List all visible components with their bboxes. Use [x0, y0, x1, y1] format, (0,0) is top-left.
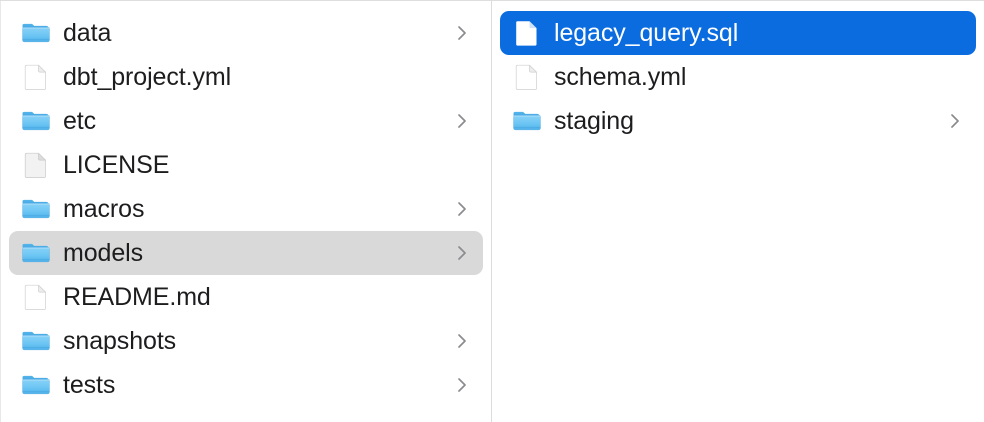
- folder-row[interactable]: etc: [9, 99, 483, 143]
- folder-row[interactable]: tests: [9, 363, 483, 407]
- item-label: README.md: [63, 283, 211, 311]
- file-row[interactable]: dbt_project.yml: [9, 55, 483, 99]
- folder-row[interactable]: snapshots: [9, 319, 483, 363]
- chevron-right-icon[interactable]: [455, 242, 469, 264]
- file-row[interactable]: schema.yml: [500, 55, 976, 99]
- item-label: snapshots: [63, 327, 177, 355]
- folder-row[interactable]: staging: [500, 99, 976, 143]
- item-label: tests: [63, 371, 116, 399]
- item-label: macros: [63, 195, 145, 223]
- folder-icon: [21, 326, 51, 356]
- parent-directory-column[interactable]: data dbt_project.yml etc LICENSE: [0, 1, 492, 422]
- item-label: etc: [63, 107, 97, 135]
- folder-icon: [21, 194, 51, 224]
- folder-icon: [21, 238, 51, 268]
- folder-row[interactable]: macros: [9, 187, 483, 231]
- file-row[interactable]: LICENSE: [9, 143, 483, 187]
- chevron-right-icon[interactable]: [455, 374, 469, 396]
- folder-icon: [21, 18, 51, 48]
- folder-icon: [21, 106, 51, 136]
- document-icon: [21, 62, 51, 92]
- folder-row[interactable]: models: [9, 231, 483, 275]
- document-icon: [512, 18, 542, 48]
- item-label: staging: [554, 107, 634, 135]
- item-label: LICENSE: [63, 151, 170, 179]
- chevron-right-icon[interactable]: [455, 110, 469, 132]
- file-row[interactable]: README.md: [9, 275, 483, 319]
- folder-icon: [512, 106, 542, 136]
- item-label: schema.yml: [554, 63, 687, 91]
- item-label: models: [63, 239, 143, 267]
- chevron-right-icon[interactable]: [948, 110, 962, 132]
- item-label: data: [63, 19, 112, 47]
- folder-row[interactable]: data: [9, 11, 483, 55]
- models-directory-column[interactable]: legacy_query.sql schema.yml staging: [492, 1, 984, 422]
- item-label: dbt_project.yml: [63, 63, 232, 91]
- file-row[interactable]: legacy_query.sql: [500, 11, 976, 55]
- chevron-right-icon[interactable]: [455, 198, 469, 220]
- folder-icon: [21, 370, 51, 400]
- document-icon: [512, 62, 542, 92]
- chevron-right-icon[interactable]: [455, 330, 469, 352]
- document-icon: [21, 282, 51, 312]
- chevron-right-icon[interactable]: [455, 22, 469, 44]
- item-label: legacy_query.sql: [554, 19, 739, 47]
- document-plain-icon: [21, 150, 51, 180]
